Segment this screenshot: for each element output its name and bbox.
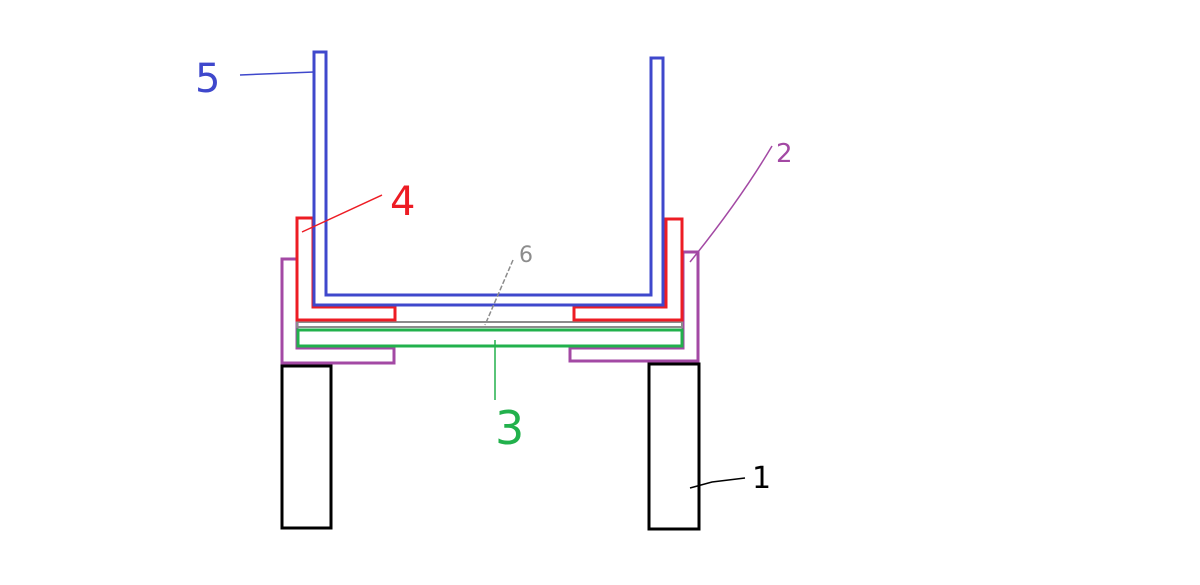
- label-5: 5: [195, 56, 220, 102]
- label-2: 2: [776, 139, 793, 169]
- part-5-channel: [312, 50, 665, 307]
- part-3-plate: [296, 328, 684, 348]
- leader-lines: [239, 71, 773, 489]
- part-6-layer: [296, 321, 683, 328]
- leader-2: [689, 145, 773, 263]
- label-1: 1: [752, 461, 771, 496]
- part-1-supports: [280, 362, 701, 531]
- label-4: 4: [390, 179, 415, 225]
- left-support: [280, 364, 333, 530]
- label-6: 6: [519, 243, 533, 268]
- right-red-bracket: [572, 217, 684, 322]
- leader-5: [239, 71, 315, 76]
- leader-1: [689, 477, 746, 489]
- right-support: [647, 362, 701, 531]
- leader-4: [301, 194, 383, 233]
- label-3: 3: [495, 401, 524, 455]
- leader-6: [484, 259, 514, 326]
